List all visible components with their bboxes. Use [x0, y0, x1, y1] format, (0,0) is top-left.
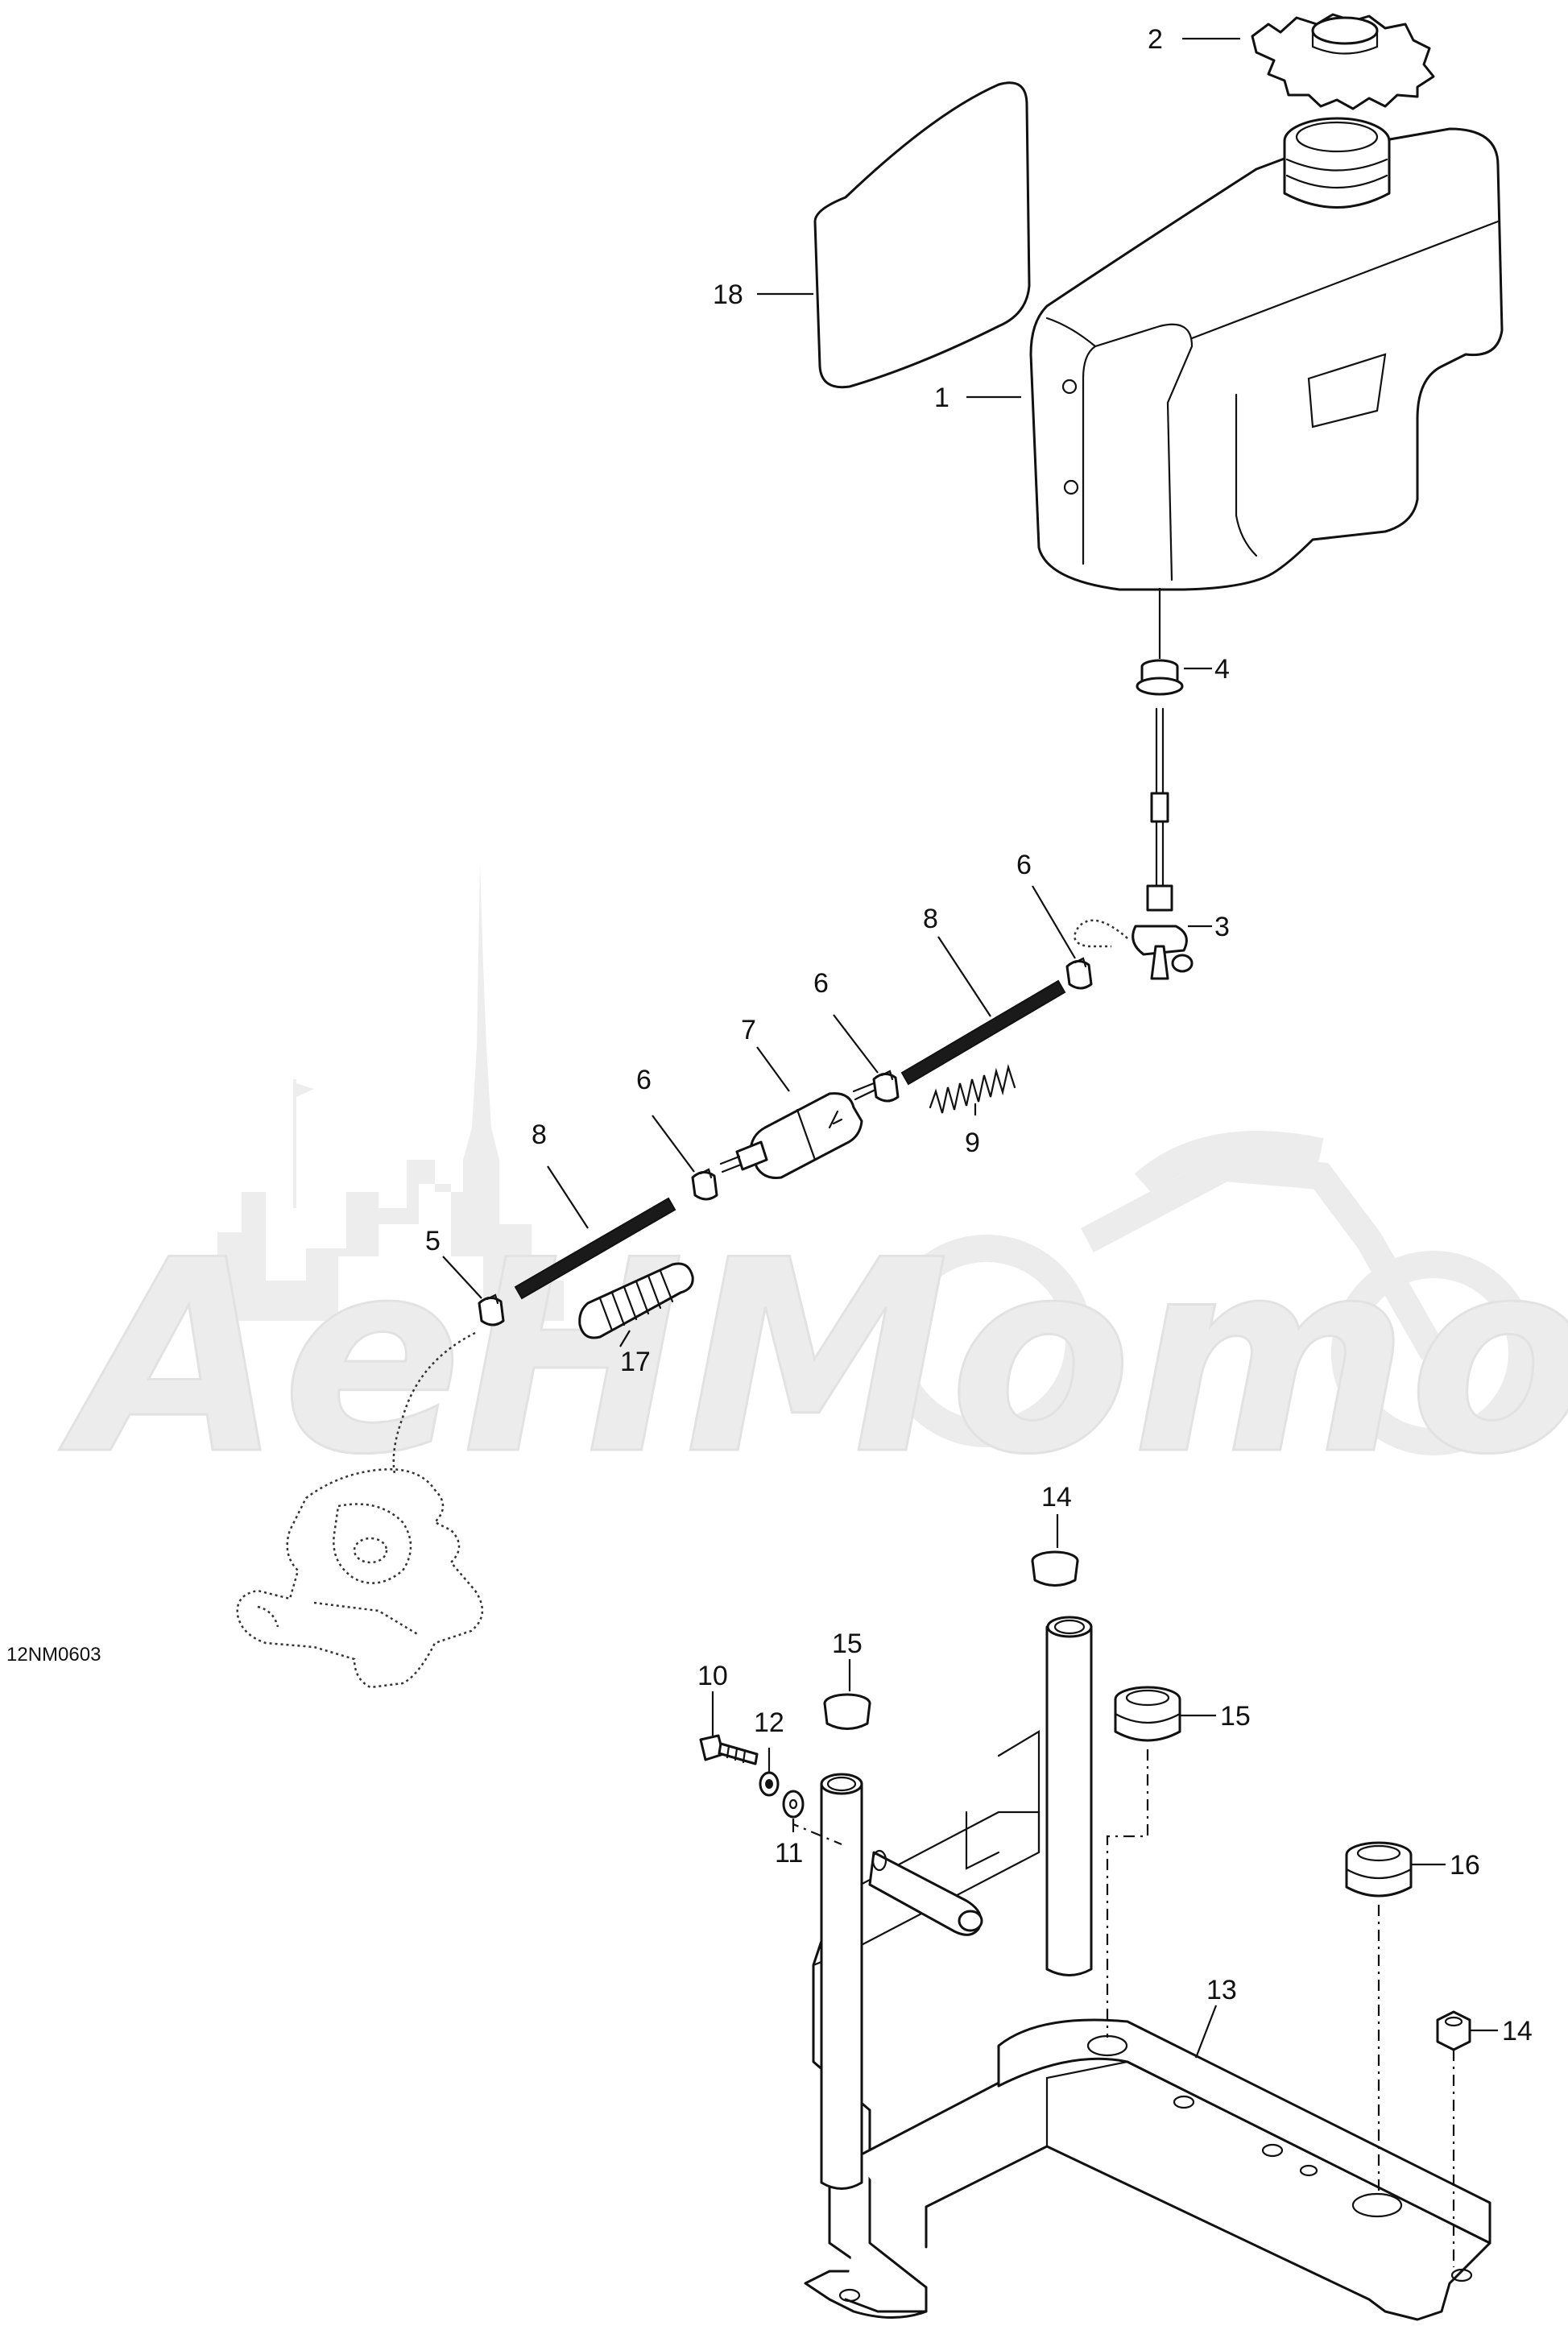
part-2-fuel-cap — [1251, 13, 1435, 110]
callout-4: 4 — [1214, 654, 1230, 685]
part-10-bolt — [699, 1734, 759, 1765]
part-1-fuel-tank — [1029, 117, 1504, 591]
part-14-plug-upper — [1031, 1550, 1079, 1587]
part-13-mounting-frame — [804, 1616, 1491, 2321]
watermark: AeHMomo — [55, 862, 1568, 1514]
watermark-skyline — [201, 862, 564, 1321]
callout-1: 1 — [934, 383, 949, 413]
part-8-hose-upper — [900, 979, 1066, 1086]
callout-6-left: 6 — [636, 1065, 652, 1095]
callout-6-middle: 6 — [813, 968, 829, 999]
watermark-logo-text: AeHMomo — [56, 1203, 1568, 1513]
part-8-hose-lower — [514, 1197, 676, 1300]
callout-14-upper: 14 — [1041, 1482, 1072, 1513]
part-11-washer — [782, 1790, 805, 1819]
callout-6-right: 6 — [1016, 850, 1032, 880]
part-12-lock-washer — [759, 1771, 780, 1797]
watermark-motorcycle — [880, 1131, 1536, 1455]
callout-11: 11 — [775, 1838, 803, 1869]
leader-lines — [442, 37, 1498, 2059]
callout-labels: 2 18 1 4 6 3 8 6 7 9 6 8 5 17 14 12NM060… — [6, 24, 1533, 2047]
part-7-fuel-filter — [719, 1082, 877, 1179]
part-18-decal — [813, 81, 1031, 389]
watermark-flag — [293, 1079, 314, 1208]
callout-10: 10 — [697, 1661, 728, 1691]
alignment-lines — [792, 1749, 1455, 2267]
part-9-spring — [929, 1063, 1016, 1114]
callout-16: 14 — [1502, 2016, 1533, 2047]
callout-9: 9 — [965, 1128, 980, 1158]
callout-15-lower: 16 — [1450, 1850, 1480, 1881]
part-15-grommet-upper — [1114, 1686, 1181, 1742]
callout-8-upper: 8 — [923, 904, 938, 934]
part-6-clamp-right — [1065, 957, 1093, 990]
callout-7: 7 — [741, 1015, 756, 1045]
callout-12: 12 — [754, 1707, 784, 1738]
part-16-nut — [1436, 2010, 1471, 2051]
drawing-code: 12NM0603 — [6, 1644, 101, 1666]
part-4-grommet — [1136, 659, 1184, 696]
callout-3: 3 — [1214, 912, 1230, 942]
part-17-protective-sleeve — [578, 1262, 694, 1339]
part-14-plug-lower — [823, 1693, 871, 1730]
part-6-clamp-middle — [872, 1070, 900, 1103]
callout-2: 2 — [1148, 24, 1163, 55]
carburetor-reference — [236, 1331, 483, 1689]
part-6-clamp-left — [691, 1168, 718, 1201]
callout-5: 5 — [425, 1226, 441, 1256]
callout-13: 13 — [1206, 1975, 1237, 2005]
callout-14-lower: 15 — [832, 1629, 863, 1659]
callout-8-lower: 8 — [532, 1119, 547, 1150]
callout-15-upper: 15 — [1220, 1701, 1251, 1732]
part-5-clamp — [478, 1293, 505, 1326]
part-15-grommet-lower — [1345, 1841, 1413, 1898]
callout-18: 18 — [713, 279, 743, 310]
callout-17: 17 — [620, 1347, 651, 1377]
part-3-fuel-valve — [1074, 707, 1194, 980]
